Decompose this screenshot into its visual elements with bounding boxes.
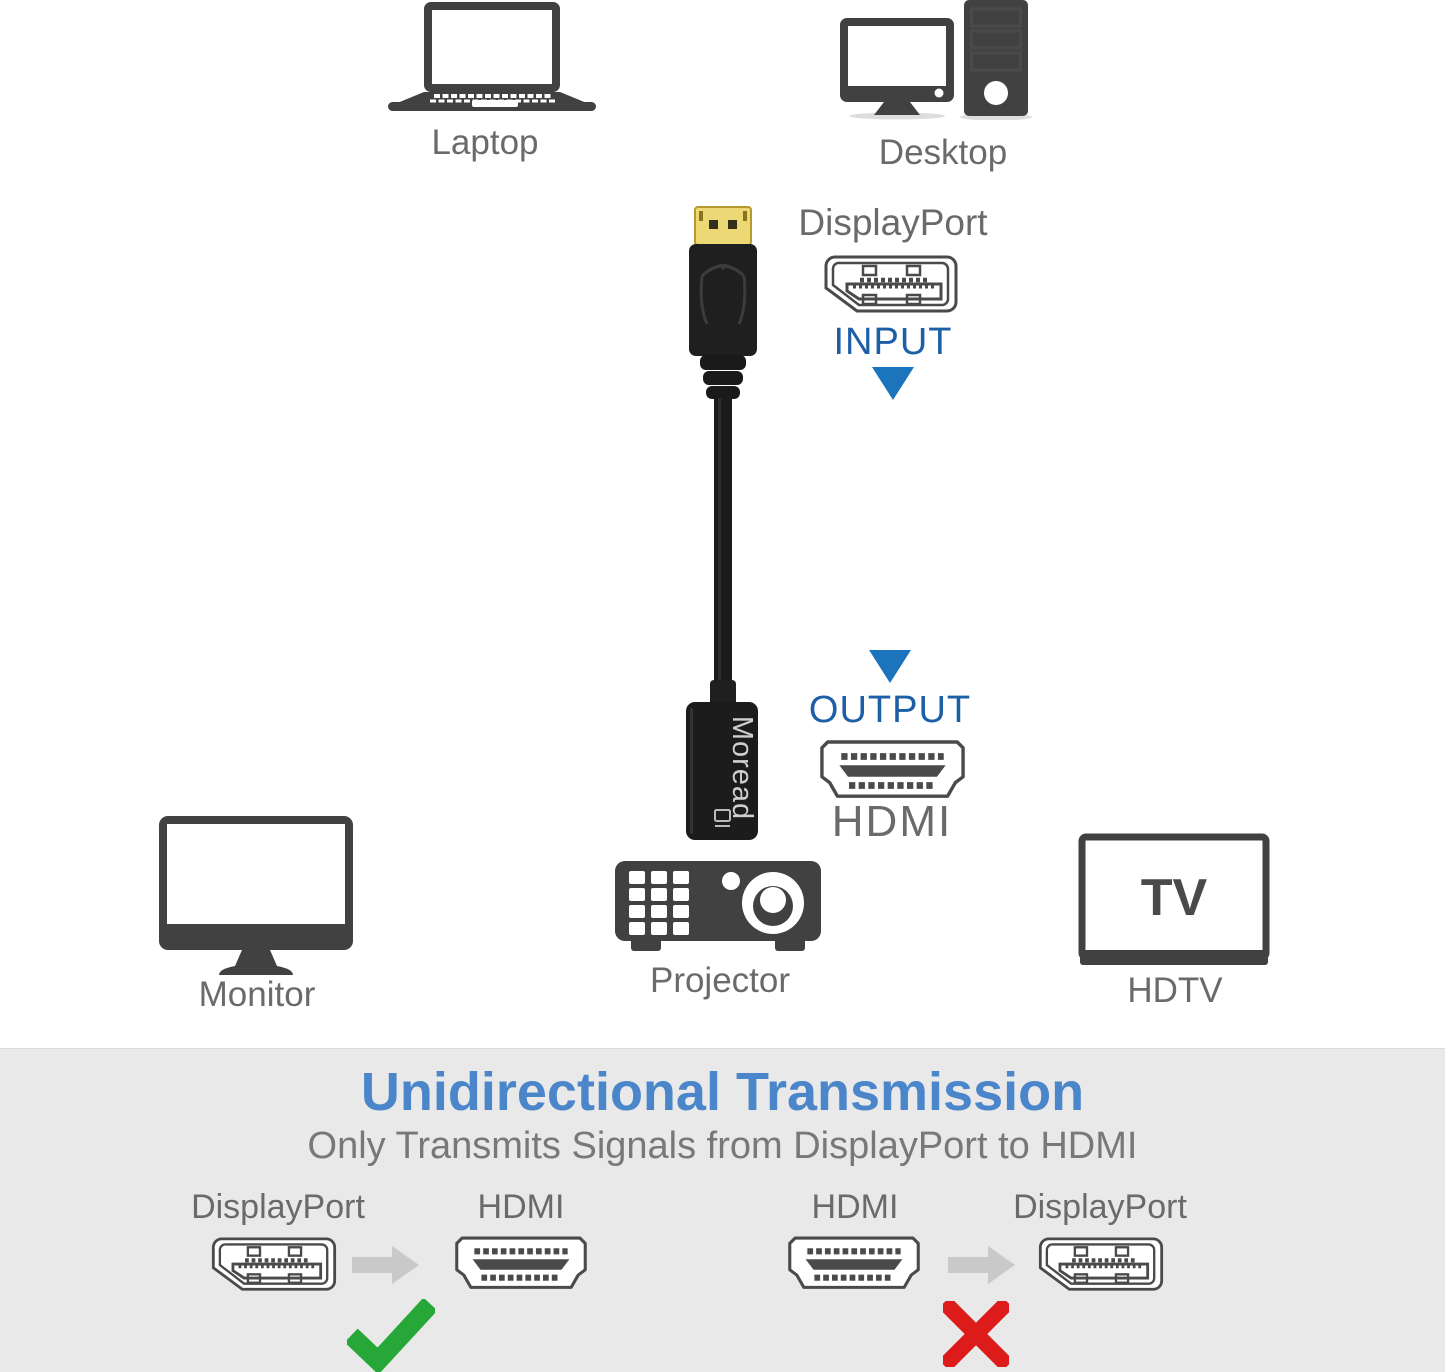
banner-subtitle: Only Transmits Signals from DisplayPort … — [307, 1125, 1138, 1167]
allowed-from-label: DisplayPort — [191, 1188, 365, 1226]
input-label: INPUT — [833, 321, 953, 363]
monitor-icon — [159, 816, 353, 975]
projector-label: Projector — [649, 961, 791, 1000]
hdtv-label: HDTV — [1127, 971, 1223, 1010]
adapter-brand-text: Moread — [726, 716, 758, 820]
blocked-to-label: DisplayPort — [1013, 1188, 1187, 1226]
laptop-icon — [388, 2, 596, 111]
projector-icon — [615, 861, 821, 951]
desktop-icon — [840, 0, 1032, 120]
desktop-label: Desktop — [878, 133, 1008, 172]
blocked-from-label: HDMI — [811, 1188, 899, 1226]
blocked-arrow-icon — [948, 1246, 1015, 1284]
allowed-displayport-icon — [211, 1237, 337, 1291]
laptop-label: Laptop — [431, 123, 539, 162]
displayport-port-icon — [824, 255, 958, 313]
tv-screen-text: TV — [1141, 869, 1208, 927]
output-label: OUTPUT — [808, 689, 972, 731]
allowed-hdmi-icon — [455, 1236, 587, 1289]
output-arrow-icon — [869, 650, 911, 683]
monitor-label: Monitor — [198, 975, 316, 1014]
hdmi-output-label: HDMI — [831, 797, 953, 846]
blocked-displayport-icon — [1038, 1237, 1164, 1291]
displayport-input-label: DisplayPort — [798, 202, 988, 243]
hdtv-icon: TV — [1078, 833, 1270, 965]
allowed-arrow-icon — [352, 1246, 419, 1284]
banner-title: Unidirectional Transmission — [360, 1062, 1085, 1122]
unidirectional-banner: Unidirectional Transmission Only Transmi… — [0, 1048, 1445, 1372]
input-arrow-icon — [872, 367, 914, 400]
dp-to-hdmi-adapter-image: Moread — [686, 206, 758, 840]
allowed-to-label: HDMI — [477, 1188, 565, 1226]
blocked-hdmi-icon — [788, 1236, 920, 1289]
cross-icon — [943, 1301, 1009, 1367]
hdmi-port-icon — [820, 740, 965, 798]
check-icon — [347, 1299, 435, 1372]
